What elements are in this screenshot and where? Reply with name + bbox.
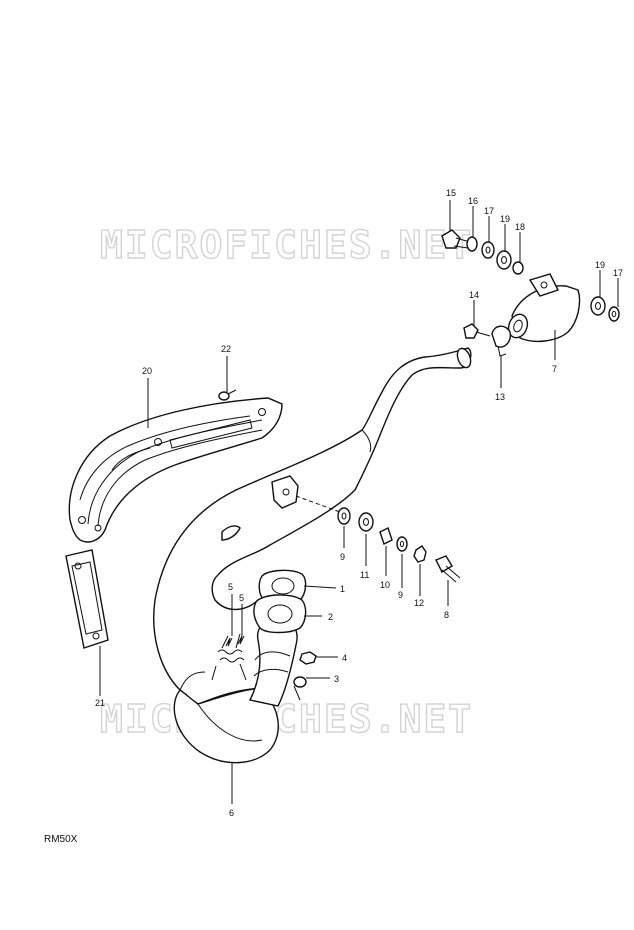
washer-16 (466, 236, 478, 252)
callout-19a: 19 (500, 214, 510, 224)
callout-6: 6 (229, 808, 234, 818)
heat-shield (68, 397, 283, 543)
washer-9b (396, 536, 408, 552)
callout-13: 13 (495, 392, 505, 402)
screw-22 (218, 389, 237, 401)
callout-11: 11 (360, 570, 369, 580)
callout-17b: 17 (613, 268, 623, 278)
callout-9b: 9 (398, 590, 403, 600)
exhaust-pipe (153, 347, 472, 764)
watermark-bottom: MICROFICHES.NET (100, 697, 473, 741)
washer-9a (337, 507, 351, 525)
callout-8: 8 (444, 610, 449, 620)
callout-21: 21 (95, 698, 105, 708)
damper-19a (496, 250, 512, 270)
collar-18 (512, 261, 524, 275)
callout-4: 4 (342, 653, 347, 663)
nut-4 (299, 651, 317, 665)
callout-7: 7 (552, 364, 557, 374)
callout-22: 22 (221, 344, 231, 354)
clamp-13 (491, 325, 511, 357)
callout-5a: 5 (228, 582, 233, 592)
springs-5 (211, 633, 247, 681)
callout-16: 16 (468, 196, 478, 206)
exhaust-flange (253, 594, 307, 634)
callout-18: 18 (515, 222, 525, 232)
rear-mount-bracket (507, 273, 581, 343)
callout-19b: 19 (595, 260, 605, 270)
nut-12 (413, 545, 427, 563)
washer-17a (481, 241, 495, 259)
model-code: RM50X (44, 834, 78, 845)
callout-17a: 17 (484, 206, 494, 216)
bolt-3 (293, 676, 307, 701)
callout-1: 1 (340, 584, 345, 594)
lower-shield (65, 549, 109, 649)
callout-12: 12 (414, 598, 424, 608)
callout-15: 15 (446, 188, 456, 198)
leader-lines (99, 200, 619, 804)
washer-17b (608, 306, 620, 322)
callout-labels: 15 16 17 19 18 19 17 14 13 7 22 20 21 6 … (95, 188, 623, 818)
callout-14: 14 (469, 290, 479, 300)
bolt-8 (435, 555, 461, 583)
callout-2: 2 (328, 612, 333, 622)
callout-5b: 5 (239, 593, 244, 603)
callout-9a: 9 (340, 552, 345, 562)
collar-10 (379, 527, 393, 545)
damper-19b (590, 296, 606, 316)
bolt-14 (463, 323, 491, 339)
damper-11 (358, 512, 374, 532)
callout-3: 3 (334, 674, 339, 684)
callout-10: 10 (380, 580, 390, 590)
watermark-top: MICROFICHES.NET (100, 223, 473, 267)
callout-20: 20 (142, 366, 152, 376)
